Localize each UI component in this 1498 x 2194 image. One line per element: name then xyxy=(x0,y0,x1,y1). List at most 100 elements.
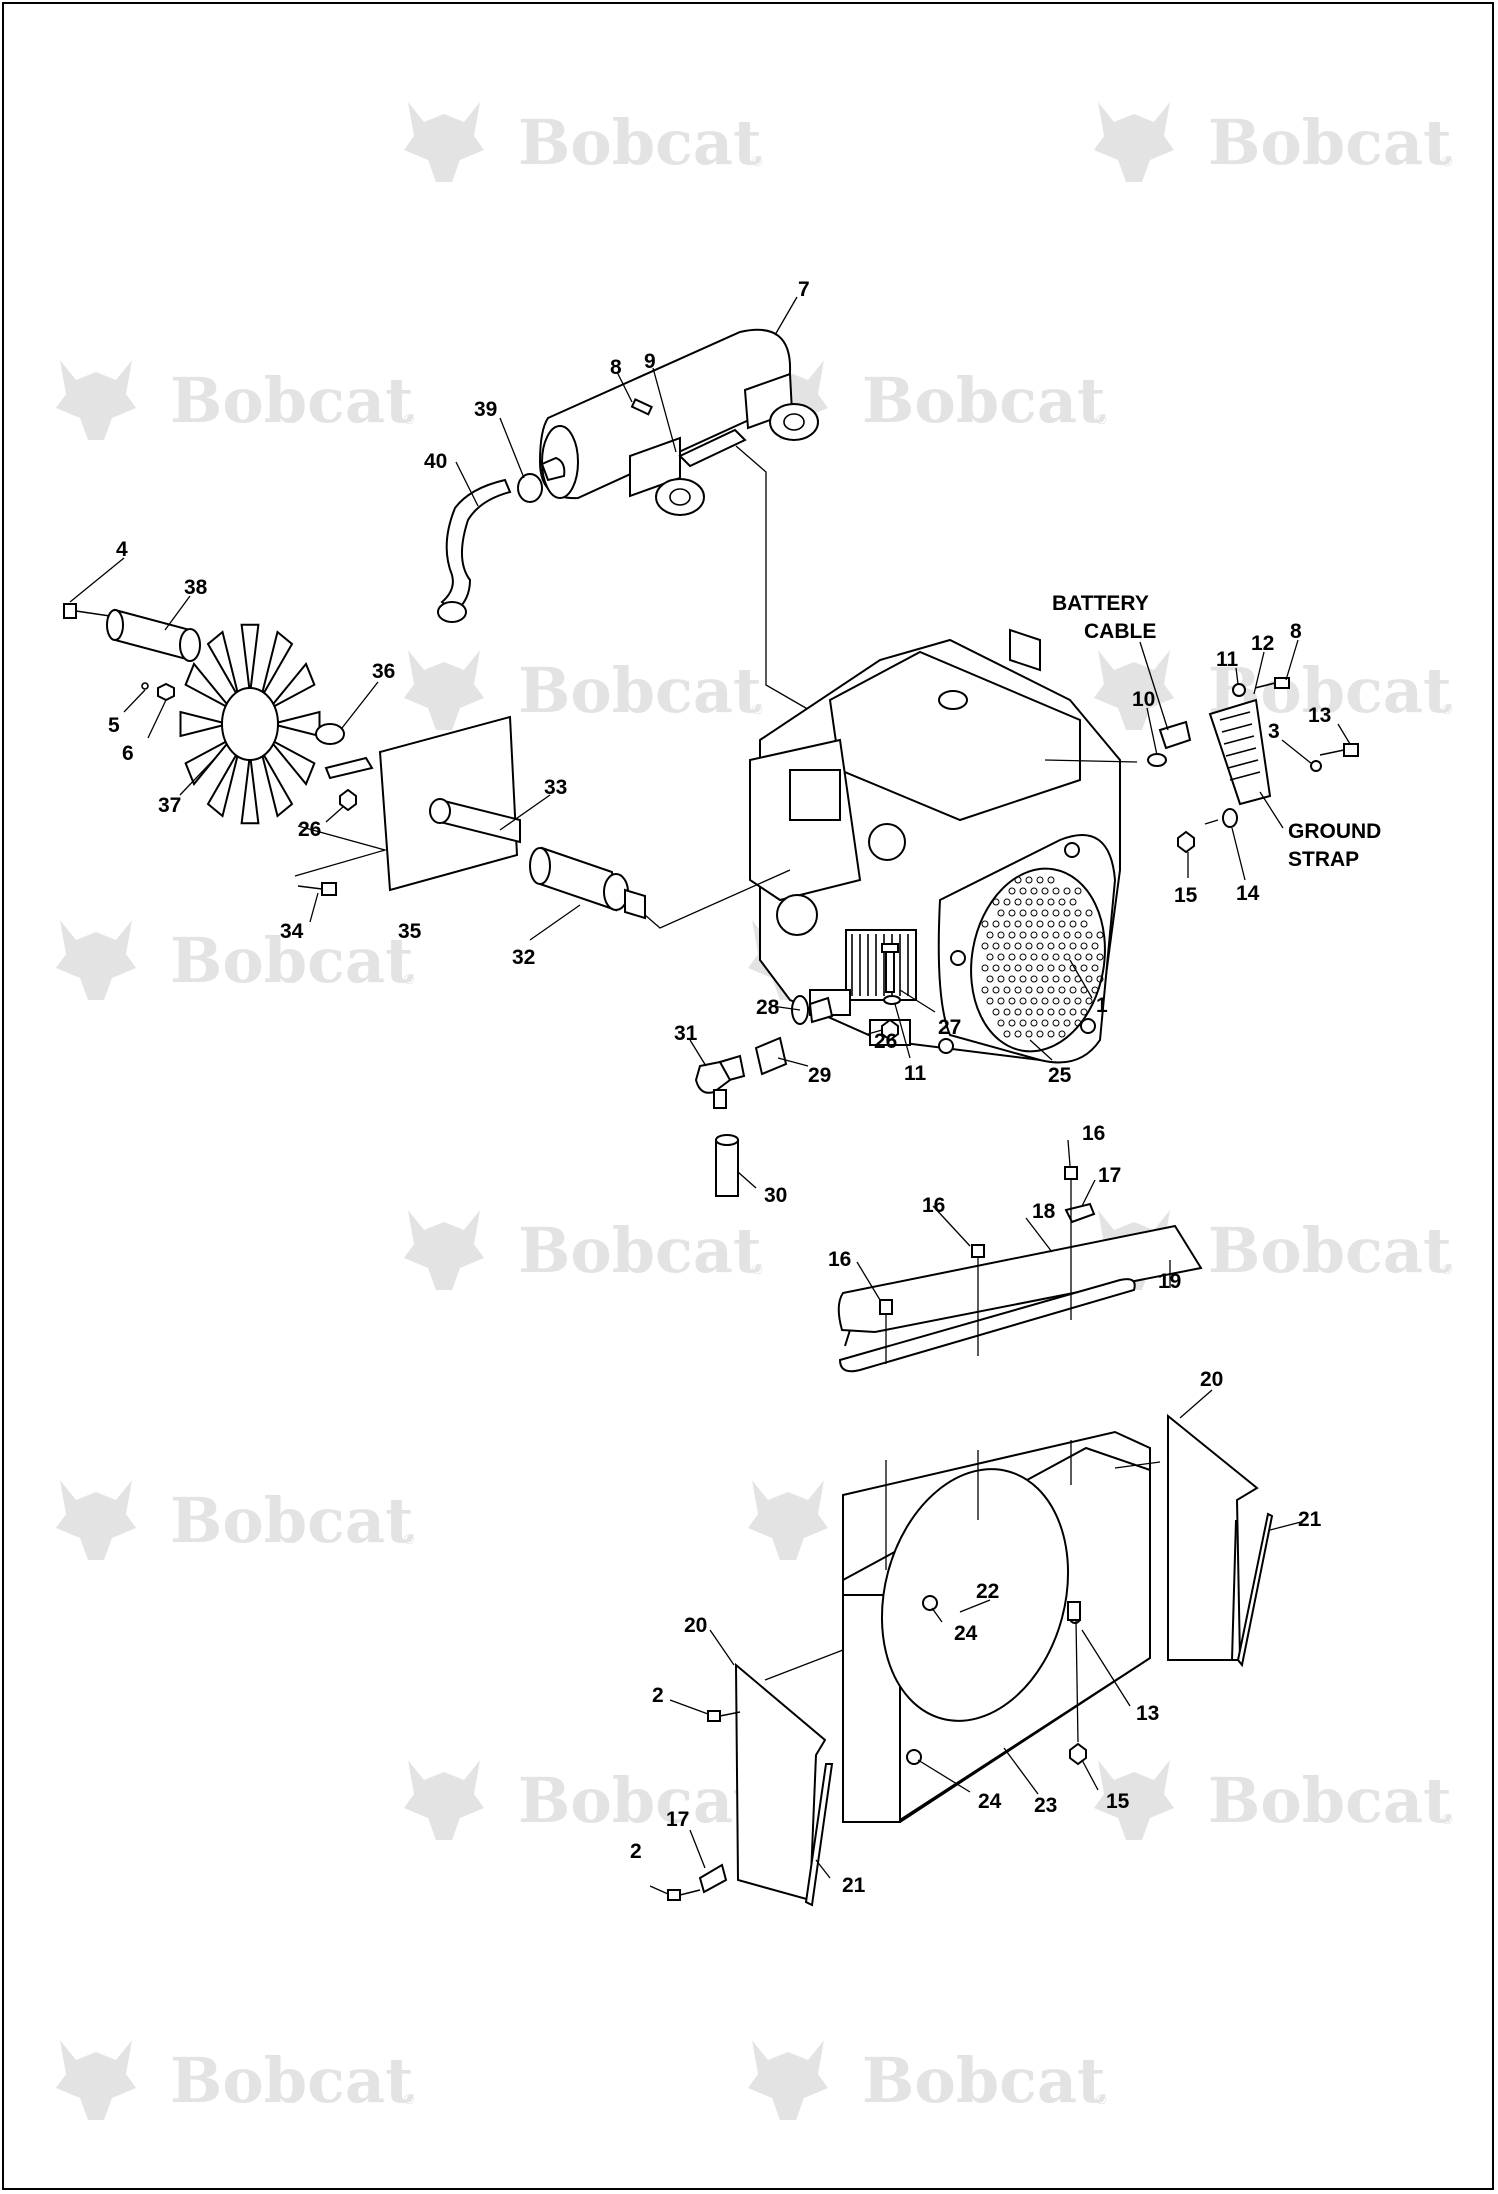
elbow-fitting xyxy=(694,1060,732,1094)
strap-washer-right xyxy=(1310,760,1322,772)
callout-31: 31 xyxy=(674,1022,698,1045)
fan-retaining-clip xyxy=(315,723,345,745)
callout-2b: 2 xyxy=(630,1840,642,1863)
mounting-strip xyxy=(838,1278,1136,1373)
muffler-flange-1 xyxy=(655,478,705,516)
muffler-bolt xyxy=(630,398,653,416)
watermark-registered-mark: ® xyxy=(1442,153,1453,169)
callout-15: 15 xyxy=(1174,884,1198,907)
strap-bolt-top xyxy=(1274,677,1290,689)
callout-40: 40 xyxy=(424,450,447,473)
callout-18: 18 xyxy=(1032,1200,1056,1223)
callout-25: 25 xyxy=(1048,1064,1072,1087)
strap-bolt-right xyxy=(1343,743,1359,757)
callout-5: 5 xyxy=(108,714,120,737)
watermark-brand-text: Bobcat xyxy=(518,1764,762,1837)
engine-oil-cap xyxy=(938,690,968,710)
callout-19: 19 xyxy=(1158,1270,1181,1293)
fan-blade xyxy=(206,630,240,699)
exhaust-tube-end xyxy=(437,601,467,623)
bobcat-watermark: Bobcat® xyxy=(748,2040,1107,2120)
engine-filter-box xyxy=(789,769,841,821)
fan-blade xyxy=(268,738,316,786)
watermark-registered-mark: ® xyxy=(1096,2091,1107,2107)
callout-7: 7 xyxy=(798,278,810,301)
bobcat-logo-icon xyxy=(404,650,484,730)
radiator-shroud xyxy=(842,1430,1151,1824)
callout-23: 23 xyxy=(1034,1794,1057,1817)
bobcat-watermark: Bobcat® xyxy=(404,1210,763,1290)
seal-clip xyxy=(698,1863,728,1894)
callout-24a: 24 xyxy=(954,1622,978,1645)
seal-bolt-2 xyxy=(667,1889,681,1901)
bobcat-logo-icon xyxy=(748,1480,828,1560)
callout-12: 12 xyxy=(1251,632,1274,655)
bobcat-logo-icon xyxy=(1094,650,1174,730)
callout-1: 1 xyxy=(1096,994,1108,1017)
exhaust-tube xyxy=(440,478,512,614)
fan-blade xyxy=(271,710,321,738)
callout-2a: 2 xyxy=(652,1684,664,1707)
callout-8: 8 xyxy=(610,356,622,379)
callout-39: 39 xyxy=(474,398,497,421)
watermark-registered-mark: ® xyxy=(404,1531,415,1547)
bobcat-logo-icon xyxy=(404,1760,484,1840)
callout-16a: 16 xyxy=(1082,1122,1105,1145)
callout-labels: 7 8 9 39 40 4 38 5 6 37 36 26 33 34 35 3… xyxy=(108,278,1331,1897)
engine-intake-screen xyxy=(970,867,1106,1053)
fuel-fittings xyxy=(694,995,834,1197)
bobcat-watermark: Bobcat® xyxy=(1094,1760,1453,1840)
callout-4: 4 xyxy=(116,538,128,561)
watermark-brand-text: Bobcat xyxy=(170,1484,414,1557)
callout-26b: 26 xyxy=(874,1030,897,1053)
watermark-registered-mark: ® xyxy=(1096,411,1107,427)
ground-strap-label-line1: GROUND xyxy=(1288,820,1381,843)
fitting-29 xyxy=(754,1036,788,1076)
callout-17b: 17 xyxy=(666,1808,689,1831)
cooling-fan xyxy=(179,623,321,825)
callout-20a: 20 xyxy=(1200,1368,1223,1391)
engine-oil-filter xyxy=(776,894,818,936)
watermark-registered-mark: ® xyxy=(752,701,763,717)
fan-blade xyxy=(179,710,229,738)
bobcat-watermark: Bobcat® xyxy=(404,102,763,182)
watermark-brand-text: Bobcat xyxy=(518,1214,762,1287)
shroud-nut xyxy=(1069,1742,1087,1766)
callout-34: 34 xyxy=(280,920,304,943)
watermark-registered-mark: ® xyxy=(404,2091,415,2107)
fan-blade xyxy=(260,749,294,818)
fan-bolt-head xyxy=(63,603,77,619)
engine-cooling-fins xyxy=(845,929,917,1001)
watermark-layer: Bobcat®Bobcat®Bobcat®Bobcat®Bobcat®Bobca… xyxy=(56,102,1453,2120)
side-seal-right xyxy=(1167,1413,1259,1661)
bobcat-logo-icon xyxy=(56,2040,136,2120)
fan-blade xyxy=(240,623,260,695)
coupler-nut xyxy=(157,682,175,702)
bobcat-watermark: Bobcat® xyxy=(56,920,415,1000)
plate-bolt xyxy=(321,882,337,896)
callout-9: 9 xyxy=(644,350,656,373)
callout-21b: 21 xyxy=(842,1874,866,1897)
watermark-brand-text: Bobcat xyxy=(170,2044,414,2117)
part-labels: BATTERY CABLE GROUND STRAP xyxy=(1052,592,1381,871)
bobcat-logo-icon xyxy=(56,360,136,440)
leader-lines xyxy=(69,296,1351,1895)
watermark-registered-mark: ® xyxy=(1442,1811,1453,1827)
fan-drive-assembly xyxy=(63,603,791,929)
bobcat-watermark: Bobcat® xyxy=(404,650,763,730)
strip-clip xyxy=(1064,1202,1096,1224)
fitting-28 xyxy=(808,996,834,1024)
watermark-registered-mark: ® xyxy=(404,411,415,427)
callout-27: 27 xyxy=(938,1016,961,1039)
battery-cable-label-line1: BATTERY xyxy=(1052,592,1149,615)
muffler-bracket xyxy=(678,428,747,468)
ground-strap-assembly xyxy=(1044,677,1359,854)
watermark-brand-text: Bobcat xyxy=(1208,106,1452,179)
callout-37: 37 xyxy=(158,794,181,817)
fan-blade xyxy=(184,662,232,710)
strap-nut xyxy=(1177,830,1195,854)
callout-13b: 13 xyxy=(1136,1702,1159,1725)
watermark-registered-mark: ® xyxy=(1442,1261,1453,1277)
ground-strap-label-line2: STRAP xyxy=(1288,848,1359,871)
